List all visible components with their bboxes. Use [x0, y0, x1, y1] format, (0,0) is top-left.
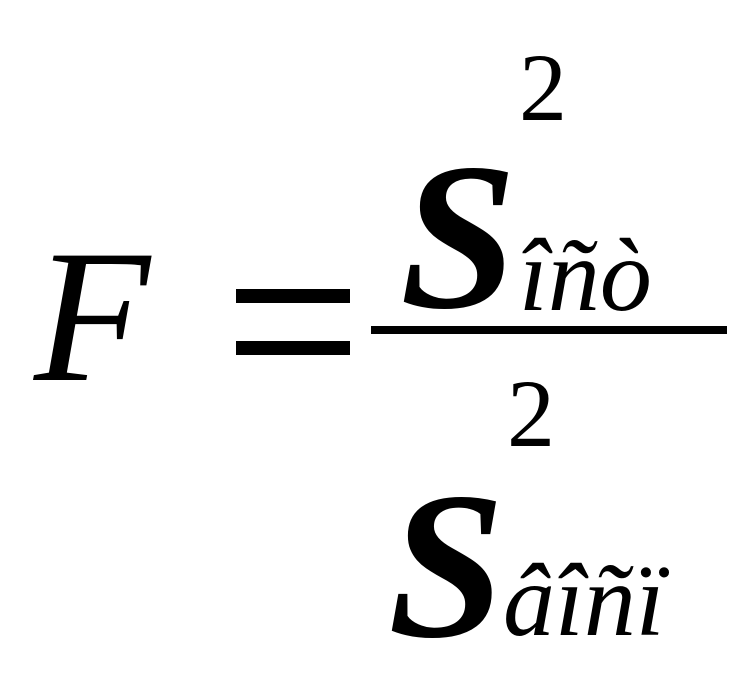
numerator-base: S	[400, 121, 517, 353]
numerator-exponent: 2	[519, 34, 567, 141]
equals-sign-bottom-bar	[236, 341, 350, 355]
formula-lhs-variable: F	[34, 212, 151, 422]
fraction-bar	[371, 326, 727, 334]
numerator-subscript: îñò	[519, 218, 652, 333]
f-ratio-formula: F 2 S îñò 2 S âîñï	[34, 34, 727, 671]
denominator-exponent: 2	[507, 360, 555, 467]
denominator-base: S	[388, 450, 505, 682]
denominator-subscript: âîñï	[503, 543, 665, 658]
equals-sign-top-bar	[236, 289, 350, 303]
